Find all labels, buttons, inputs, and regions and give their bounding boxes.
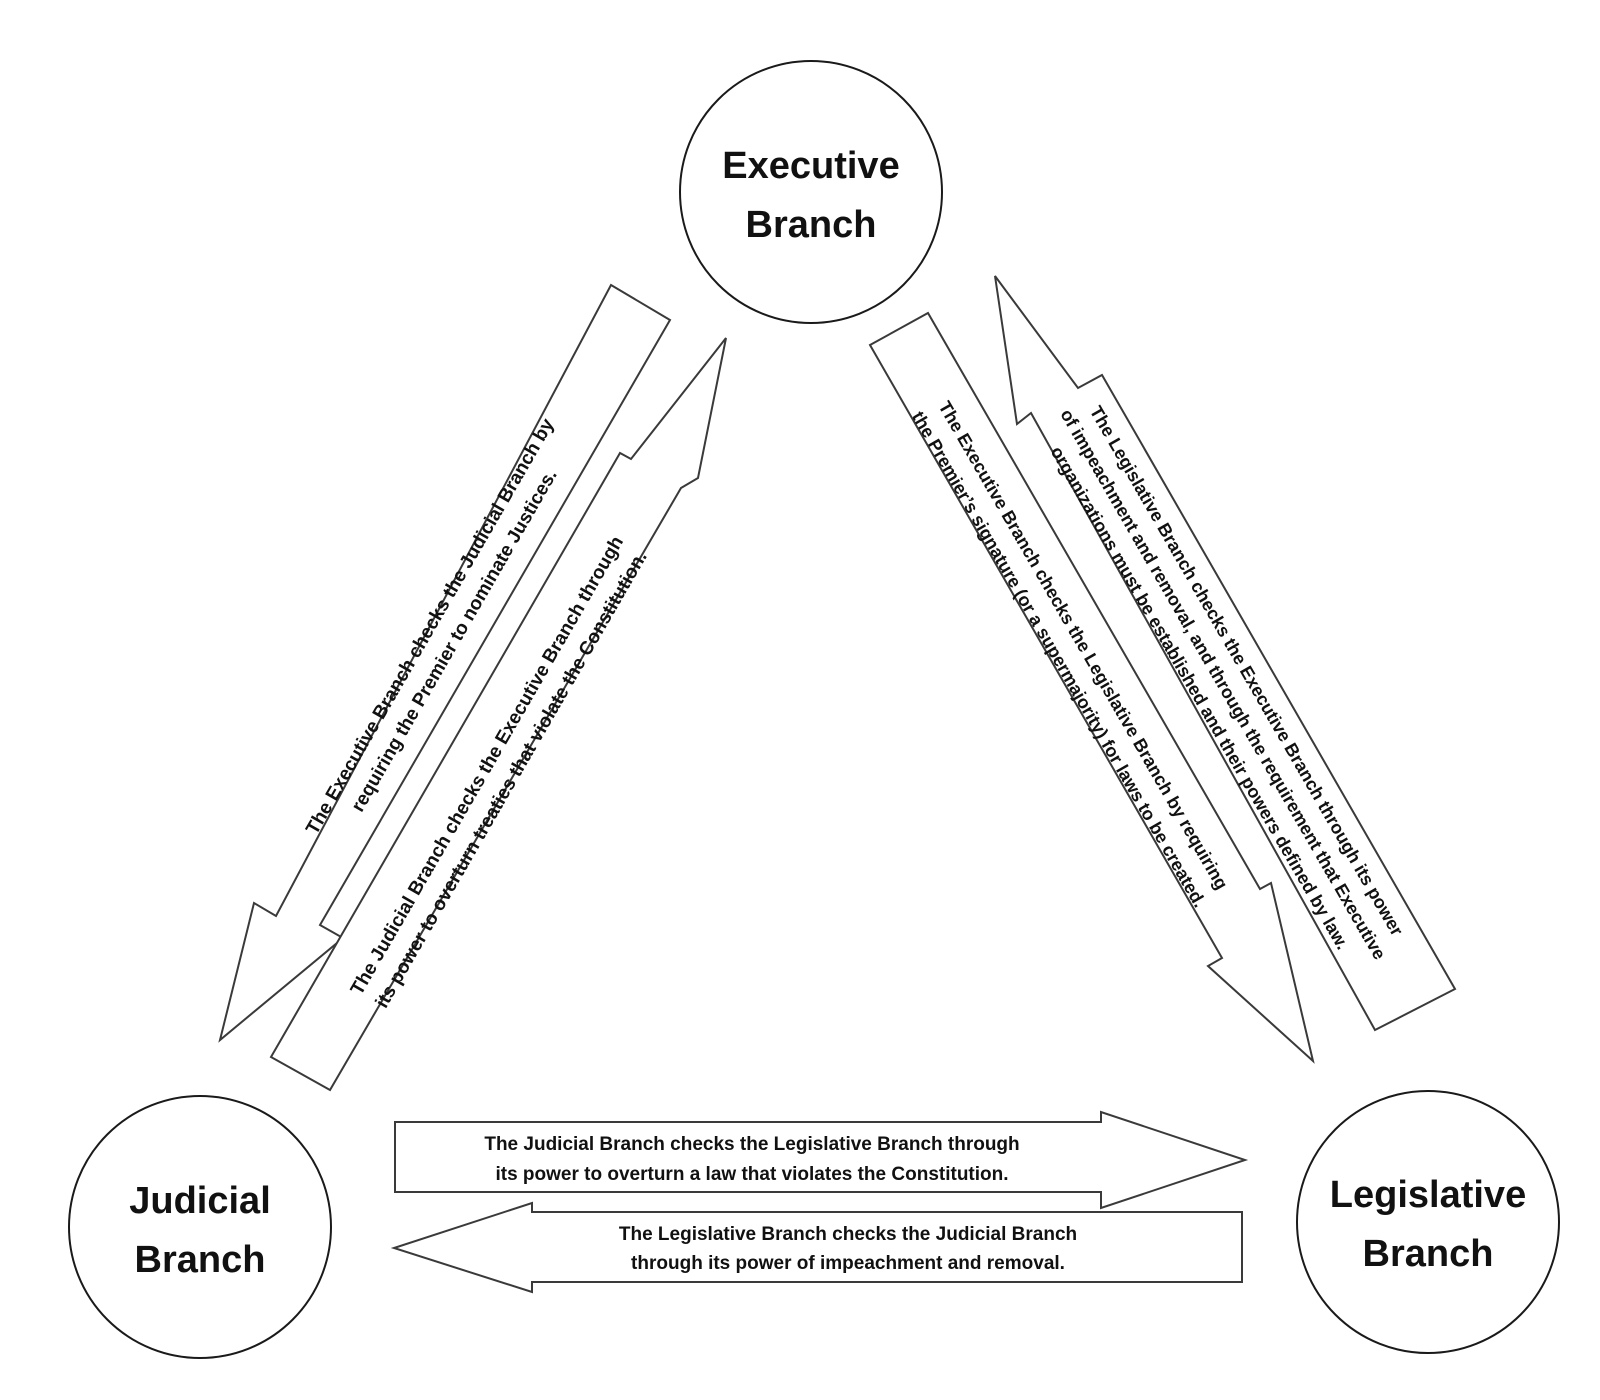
node-executive-branch: Executive Branch bbox=[679, 60, 943, 324]
check-text-line: through its power of impeachment and rem… bbox=[631, 1253, 1065, 1274]
node-circle bbox=[1296, 1090, 1560, 1354]
node-label-line2: Branch bbox=[1363, 1233, 1494, 1275]
check-text-line: The Legislative Branch checks the Judici… bbox=[619, 1224, 1077, 1245]
node-label-line1: Executive bbox=[722, 145, 899, 187]
node-judicial-branch: Judicial Branch bbox=[68, 1095, 332, 1359]
arrow-executive-to-legislative bbox=[868, 311, 1315, 1064]
check-text-judicial-to-legislative: The Judicial Branch checks the Legislati… bbox=[484, 1134, 1019, 1185]
node-legislative-branch: Legislative Branch bbox=[1296, 1090, 1560, 1354]
arrow-judicial-to-legislative bbox=[394, 1110, 1249, 1210]
arrow-judicial-to-executive bbox=[269, 337, 727, 1092]
node-label-line2: Branch bbox=[746, 204, 877, 246]
check-text-legislative-to-judicial: The Legislative Branch checks the Judici… bbox=[619, 1224, 1077, 1274]
arrow-legislative-to-executive bbox=[994, 275, 1457, 1032]
node-circle bbox=[679, 60, 943, 324]
node-label-line1: Legislative bbox=[1330, 1174, 1526, 1216]
check-text-line: its power to overturn a law that violate… bbox=[495, 1164, 1008, 1185]
check-text-line: The Judicial Branch checks the Legislati… bbox=[484, 1134, 1019, 1155]
node-circle bbox=[68, 1095, 332, 1359]
node-label-line2: Branch bbox=[135, 1239, 266, 1281]
arrow-executive-to-judicial bbox=[218, 283, 672, 1043]
arrow-legislative-to-judicial bbox=[390, 1201, 1243, 1294]
check-text-line: its power to overturn treaties that viol… bbox=[372, 548, 652, 1012]
node-label-line1: Judicial bbox=[129, 1180, 271, 1222]
